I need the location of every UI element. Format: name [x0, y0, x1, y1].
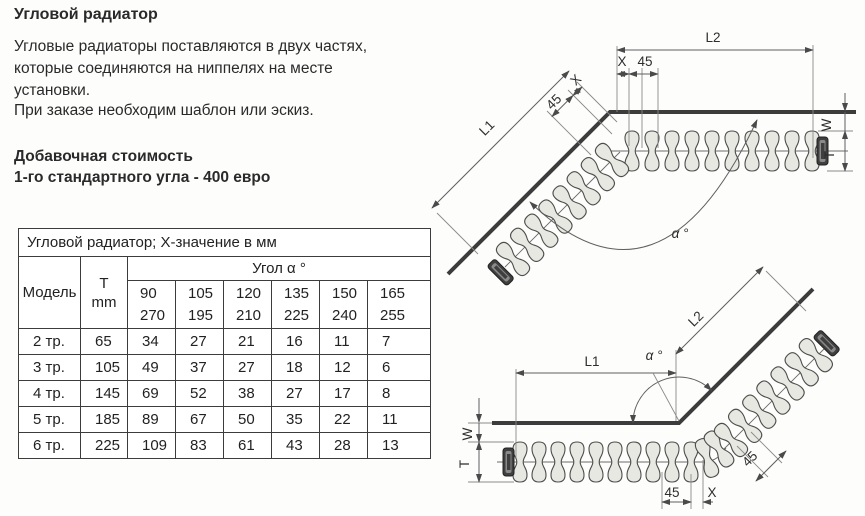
x-value-cell: 49 [127, 354, 176, 381]
x-value-cell: 38 [223, 380, 272, 407]
intro-line-1: Угловые радиаторы поставляются в двух ча… [14, 38, 368, 55]
x-value-cell: 34 [127, 328, 176, 355]
dim-label-w: W [819, 118, 834, 131]
x-value-cell: 35 [271, 406, 320, 433]
t-value-cell: 225 [80, 432, 128, 459]
dim-label-w: W [460, 427, 475, 440]
x-value-table: Угловой радиатор; X-значение в мм Модель… [18, 228, 431, 459]
x-value-cell: 22 [319, 406, 368, 433]
t-value-cell: 65 [80, 328, 128, 355]
extra-cost-note: Добавочная стоимость 1-го стандартного у… [14, 146, 424, 188]
t-value-cell: 105 [80, 354, 128, 381]
col-header-angle: Угол α ° [127, 256, 431, 281]
intro-line-2: которые соединяются на ниппелях на месте [14, 60, 333, 77]
diagonal-radiator [711, 335, 836, 460]
page-title: Угловой радиатор [14, 6, 158, 23]
x-value-cell: 8 [367, 380, 431, 407]
x-value-table-wrap: Угловой радиатор; X-значение в мм Модель… [18, 228, 431, 459]
angle-arc [529, 119, 758, 251]
x-value-cell: 52 [175, 380, 224, 407]
dim-label-t: T [457, 460, 472, 468]
x-value-cell: 18 [271, 354, 320, 381]
t-value-cell: 145 [80, 380, 128, 407]
intro-paragraph: Угловые радиаторы поставляются в двух ча… [14, 36, 424, 102]
x-value-cell: 27 [271, 380, 320, 407]
x-value-cell: 43 [271, 432, 320, 459]
table-title: Угловой радиатор; X-значение в мм [18, 228, 431, 257]
x-value-cell: 12 [319, 354, 368, 381]
angle-label: α ° [646, 348, 663, 363]
dim-label-45-diag: 45 [543, 91, 564, 112]
angle-label: α ° [672, 226, 689, 241]
extension-lines [546, 45, 853, 172]
x-value-cell: 21 [223, 328, 272, 355]
x-value-cell: 28 [319, 432, 368, 459]
x-value-cell: 7 [367, 328, 431, 355]
x-value-cell: 69 [127, 380, 176, 407]
model-cell: 2 тр. [18, 328, 81, 355]
x-value-cell: 83 [175, 432, 224, 459]
x-value-cell: 67 [175, 406, 224, 433]
model-cell: 3 тр. [18, 354, 81, 381]
x-value-cell: 27 [223, 354, 272, 381]
extra-cost-line-2: 1-го стандартного угла - 400 евро [14, 169, 271, 186]
order-note: При заказе необходим шаблон или эскиз. [14, 102, 314, 119]
extra-cost-line-1: Добавочная стоимость [14, 148, 193, 165]
model-cell: 4 тр. [18, 380, 81, 407]
dim-label-45: 45 [637, 54, 652, 69]
x-value-cell: 11 [367, 406, 431, 433]
model-cell: 5 тр. [18, 406, 81, 433]
x-value-cell: 89 [127, 406, 176, 433]
dimension-lines [475, 266, 787, 506]
x-value-cell: 13 [367, 432, 431, 459]
t-value-cell: 185 [80, 406, 128, 433]
diagram-top: L2 X 45 X 45 L1 W T α ° [431, 30, 856, 287]
corner-radiator-diagrams: L2 X 45 X 45 L1 W T α ° [431, 30, 856, 509]
x-value-cell: 16 [271, 328, 320, 355]
table-head: Угловой радиатор; X-значение в мм Модель… [18, 228, 431, 329]
radiator-end-cap [502, 447, 515, 477]
x-value-cell: 109 [127, 432, 176, 459]
wall-line [446, 110, 856, 276]
radiator-end-cap [486, 258, 515, 287]
x-value-cell: 50 [223, 406, 272, 433]
x-value-cell: 6 [367, 354, 431, 381]
dim-label-x: X [707, 485, 716, 500]
dim-label-x: X [617, 54, 626, 69]
t-label: T [99, 274, 109, 292]
t-unit: mm [91, 293, 117, 311]
x-value-cell: 17 [319, 380, 368, 407]
dimension-lines [431, 46, 849, 255]
col-header-t: T mm [80, 256, 128, 329]
model-cell: 6 тр. [18, 432, 81, 459]
dim-label-45: 45 [664, 485, 679, 500]
x-value-cell: 37 [175, 354, 224, 381]
dim-label-l1: L1 [476, 117, 497, 138]
x-value-cell: 11 [319, 328, 368, 355]
dim-label-l1: L1 [584, 354, 599, 369]
angle-arc [629, 376, 713, 424]
dim-label-x-diag: X [567, 71, 584, 88]
col-header-model: Модель [18, 256, 81, 329]
dim-label-l2: L2 [705, 30, 720, 45]
dim-label-t: T [822, 151, 837, 159]
x-value-cell: 61 [223, 432, 272, 459]
diagram-bottom: L1 L2 α ° W T 45 X 45 [457, 266, 841, 509]
x-value-cell: 27 [175, 328, 224, 355]
intro-line-3: установки. [14, 82, 91, 99]
